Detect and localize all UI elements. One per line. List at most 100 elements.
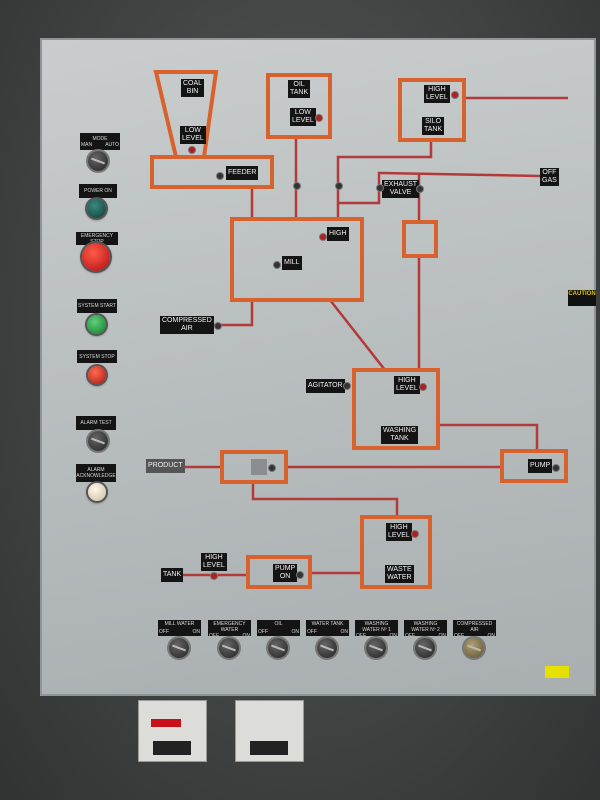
power-on-tag: POWER ON (79, 184, 117, 198)
pump-right-frame (500, 449, 568, 483)
silo-high-level-indicator (451, 91, 459, 99)
valve-selector-switch[interactable] (268, 638, 288, 658)
switch-on-label: ON (487, 633, 496, 636)
junction-3 (376, 184, 384, 192)
center-unit-indicator (268, 464, 276, 472)
valve-selector-switch[interactable] (169, 638, 189, 658)
t: TANK (424, 126, 443, 133)
valve-selector-switch[interactable] (317, 638, 337, 658)
t: PUMP (275, 565, 296, 572)
mode-selector-knob[interactable] (88, 151, 108, 171)
junction-2 (335, 182, 343, 190)
emergency-stop-button[interactable] (82, 243, 110, 271)
switch-off-label: OFF (307, 629, 317, 635)
pump-right-indicator (552, 464, 560, 472)
pipe-mill-washing (329, 299, 386, 371)
t: LEVEL (388, 532, 410, 539)
system-stop-button[interactable] (88, 366, 106, 384)
mill-frame (230, 217, 364, 302)
junction-box-right (235, 700, 304, 762)
t: TANK (390, 435, 409, 442)
t: LEVEL (426, 94, 448, 101)
t: LOW (184, 127, 201, 134)
valve-selector-switch[interactable] (464, 638, 484, 658)
t: SILO (425, 118, 442, 125)
mode-title: MODE (92, 135, 108, 142)
t: EXHAUST (384, 181, 418, 188)
switch-label: WATER TANK (311, 621, 344, 627)
power-on-lamp (87, 199, 106, 218)
t: LEVEL (396, 385, 418, 392)
pipe-center-waste (251, 482, 399, 517)
t: HIGH (428, 86, 446, 93)
valve-selector-switch[interactable] (366, 638, 386, 658)
yellow-sticker (545, 666, 569, 678)
system-start-button[interactable] (87, 315, 106, 334)
center-unit-tag (251, 459, 267, 475)
t: ON (279, 573, 291, 580)
t: HIGH (390, 524, 408, 531)
valve-selector-switch[interactable] (415, 638, 435, 658)
t: HIGH (398, 377, 416, 384)
valve-selector-switch[interactable] (219, 638, 239, 658)
washing-high-level-indicator (419, 383, 427, 391)
switch-label: WASHING WATER Nº 1 (362, 621, 391, 633)
t: TANK (290, 89, 309, 96)
silo-frame (398, 78, 466, 142)
switch-label: EMERGENCY WATER (213, 621, 246, 633)
t: WASTE (387, 566, 412, 573)
feeder-indicator (216, 172, 224, 180)
switch-on-label: ON (242, 633, 251, 636)
oil-tank-frame (266, 73, 332, 139)
mode-auto: AUTO (105, 141, 119, 148)
switch-off-label: OFF (209, 633, 219, 636)
junction-box-left (138, 700, 207, 762)
mode-man: MAN (81, 141, 93, 148)
t: AIR (181, 325, 193, 332)
t: LEVEL (292, 117, 314, 124)
waste-water-frame (360, 515, 432, 589)
mill-high-tag: HIGH (327, 227, 349, 241)
t: VALVE (389, 189, 412, 196)
t: COMPRESSED (162, 317, 212, 324)
switch-on-label: ON (291, 629, 300, 635)
switch-label: OIL (274, 621, 283, 627)
switch-label: WASHING WATER Nº 2 (411, 621, 440, 633)
alarm-ack-line2: ACKNOWLEDGE (76, 473, 116, 479)
t: BIN (186, 88, 199, 95)
caution-sign: CAUTION (568, 290, 596, 306)
alarm-test-switch[interactable] (88, 431, 108, 451)
control-panel (40, 38, 596, 696)
switch-on-label: ON (340, 629, 349, 635)
switch-label: COMPRESSED AIR (456, 621, 493, 633)
t: OIL (293, 81, 305, 88)
red-label (151, 719, 181, 727)
junction-1 (293, 182, 301, 190)
t: WASHING (383, 427, 417, 434)
agitator-indicator (343, 382, 351, 390)
feeder-frame (150, 155, 274, 189)
waste-high-level-indicator (411, 530, 419, 538)
agitator-tag: AGITATOR (306, 379, 345, 393)
pipe-washing-pump (438, 423, 539, 451)
switch-off-label: OFF (454, 633, 464, 636)
t: LOW (294, 109, 311, 116)
alarm-acknowledge-button[interactable] (88, 483, 106, 501)
oil-low-level-indicator (315, 114, 323, 122)
t: OFF (542, 169, 557, 176)
alarm-acknowledge-tag: ALARM ACKNOWLEDGE (76, 464, 116, 482)
